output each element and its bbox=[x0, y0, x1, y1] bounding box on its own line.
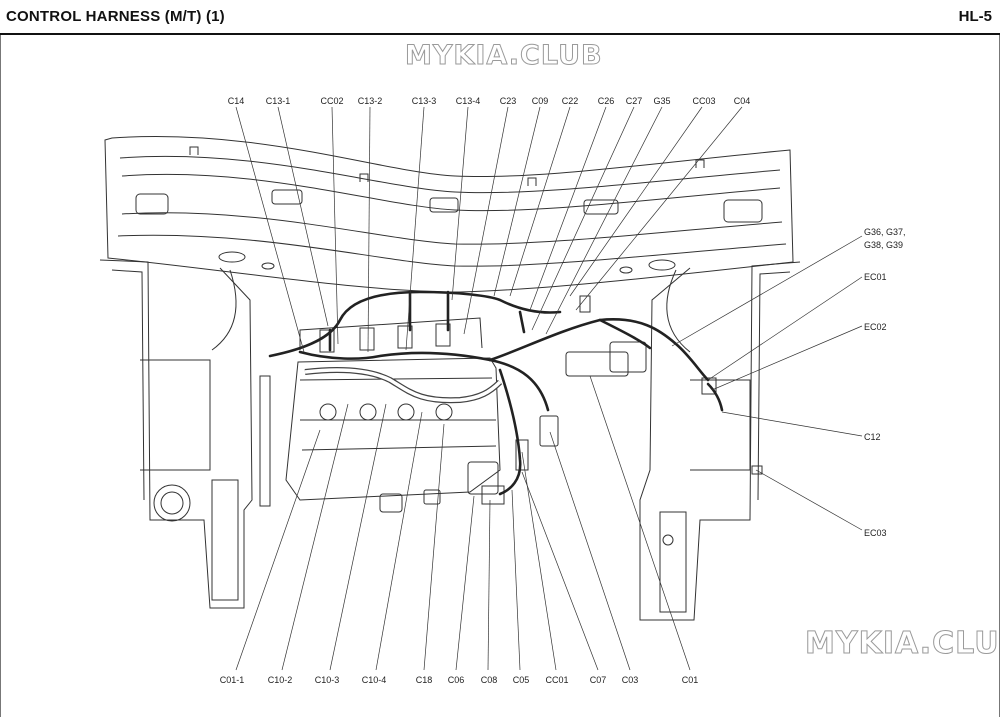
label-g38-g39: G38, G39 bbox=[864, 240, 903, 250]
label-c22: C22 bbox=[562, 96, 579, 106]
label-c26: C26 bbox=[598, 96, 615, 106]
frame-left-border bbox=[0, 35, 1, 717]
label-c27: C27 bbox=[626, 96, 643, 106]
label-c08: C08 bbox=[481, 675, 498, 685]
page-title: CONTROL HARNESS (M/T) (1) bbox=[6, 8, 225, 25]
label-c23: C23 bbox=[500, 96, 517, 106]
header-rule bbox=[0, 33, 1000, 35]
header: CONTROL HARNESS (M/T) (1) HL-5 bbox=[0, 0, 1000, 36]
vehicle-body-drawing bbox=[99, 136, 801, 621]
label-c05: C05 bbox=[513, 675, 530, 685]
leader-lines bbox=[235, 106, 863, 671]
label-cc03: CC03 bbox=[692, 96, 715, 106]
label-c10-2: C10-2 bbox=[268, 675, 293, 685]
label-c04: C04 bbox=[734, 96, 751, 106]
label-ec03: EC03 bbox=[864, 528, 887, 538]
label-cc01: CC01 bbox=[545, 675, 568, 685]
wiring-harness bbox=[268, 290, 724, 496]
label-c03: C03 bbox=[622, 675, 639, 685]
bottom-labels: C01-1 C10-2 C10-3 C10-4 C18 C06 C08 C05 … bbox=[220, 675, 699, 685]
label-cc02: CC02 bbox=[320, 96, 343, 106]
label-c07: C07 bbox=[590, 675, 607, 685]
label-c10-3: C10-3 bbox=[315, 675, 340, 685]
label-c13-1: C13-1 bbox=[266, 96, 291, 106]
label-g35: G35 bbox=[653, 96, 670, 106]
label-c13-4: C13-4 bbox=[456, 96, 481, 106]
top-labels: C14 C13-1 CC02 C13-2 C13-3 C13-4 C23 C09… bbox=[228, 96, 751, 106]
label-c13-2: C13-2 bbox=[358, 96, 383, 106]
label-ec02: EC02 bbox=[864, 322, 887, 332]
label-c12: C12 bbox=[864, 432, 881, 442]
label-c09: C09 bbox=[532, 96, 549, 106]
page-id: HL-5 bbox=[958, 8, 992, 25]
label-c06: C06 bbox=[448, 675, 465, 685]
right-labels: G36, G37, G38, G39 EC01 EC02 C12 EC03 bbox=[864, 227, 906, 538]
label-g36-g37: G36, G37, bbox=[864, 227, 906, 237]
watermark-top: MYKIA.CLUB bbox=[405, 40, 603, 72]
label-c01: C01 bbox=[682, 675, 699, 685]
label-c01-1: C01-1 bbox=[220, 675, 245, 685]
label-c10-4: C10-4 bbox=[362, 675, 387, 685]
label-c13-3: C13-3 bbox=[412, 96, 437, 106]
watermark-bottom: MYKIA.CLUB bbox=[804, 626, 1000, 662]
label-c14: C14 bbox=[228, 96, 245, 106]
label-ec01: EC01 bbox=[864, 272, 887, 282]
label-c18: C18 bbox=[416, 675, 433, 685]
